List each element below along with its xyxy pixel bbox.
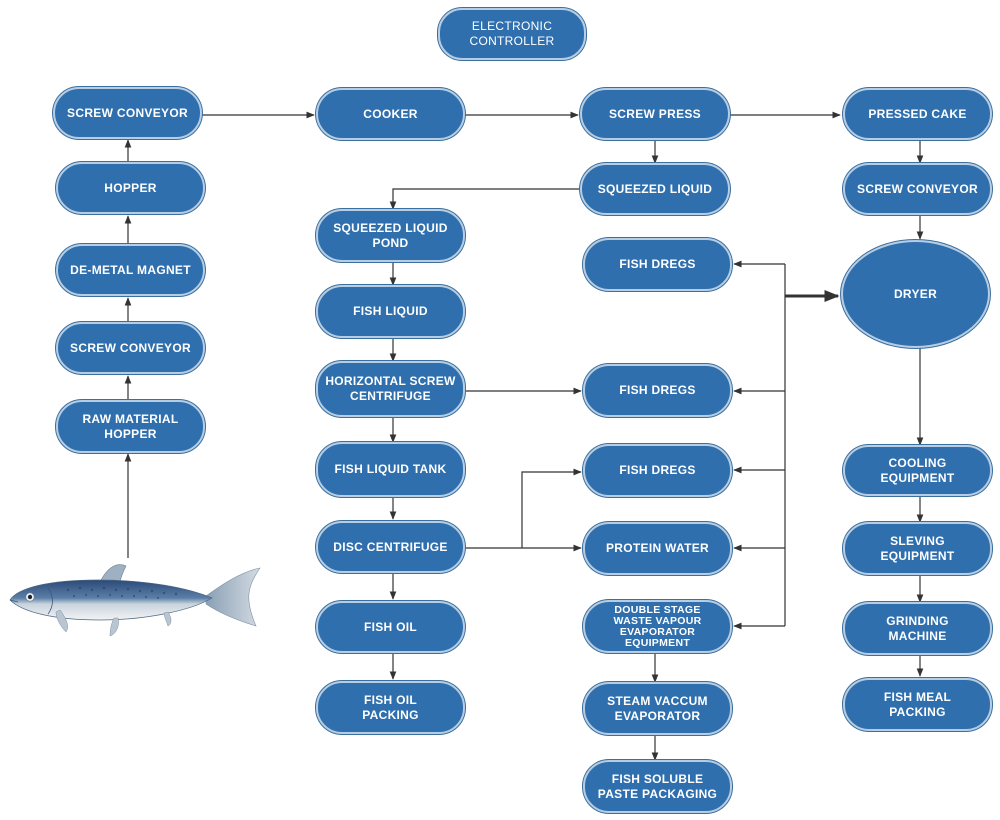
node-fish-dregs-1: FISH DREGS — [583, 238, 732, 291]
node-raw-material-hopper: RAW MATERIAL HOPPER — [56, 400, 205, 453]
node-fish-liquid-tank: FISH LIQUID TANK — [316, 442, 465, 497]
node-horizontal-screw-centrifuge: HORIZONTAL SCREW CENTRIFUGE — [316, 361, 465, 417]
node-screw-conveyor-top: SCREW CONVEYOR — [53, 87, 202, 139]
node-de-metal-magnet: DE-METAL MAGNET — [56, 244, 205, 296]
node-pressed-cake: PRESSED CAKE — [843, 88, 992, 140]
node-protein-water: PROTEIN WATER — [583, 522, 732, 575]
node-screw-press: SCREW PRESS — [580, 88, 730, 140]
node-fish-dregs-2: FISH DREGS — [583, 364, 732, 417]
node-hopper: HOPPER — [56, 162, 205, 214]
arrow-squeezed-liquid-to-pond — [389, 188, 580, 210]
node-cooker: COOKER — [316, 88, 465, 140]
node-screw-conveyor-lower: SCREW CONVEYOR — [56, 322, 205, 374]
node-fish-soluble-paste-packaging: FISH SOLUBLE PASTE PACKAGING — [583, 760, 732, 813]
node-fish-dregs-3: FISH DREGS — [583, 444, 732, 497]
node-fish-liquid: FISH LIQUID — [316, 285, 465, 338]
arrow-disc-to-dregs — [521, 468, 582, 548]
node-steam-vaccum-evaporator: STEAM VACCUM EVAPORATOR — [583, 682, 732, 735]
node-electronic-controller: ELECTRONIC CONTROLLER — [438, 8, 586, 60]
fish-illustration-icon — [9, 564, 261, 637]
node-grinding-machine: GRINDING MACHINE — [843, 602, 992, 655]
node-disc-centrifuge: DISC CENTRIFUGE — [316, 521, 465, 573]
node-fish-oil: FISH OIL — [316, 601, 465, 653]
node-dryer: DRYER — [841, 240, 990, 348]
node-squeezed-liquid-pond: SQUEEZED LIQUID POND — [316, 209, 465, 262]
node-screw-conveyor-right: SCREW CONVEYOR — [843, 163, 992, 215]
node-fish-oil-packing: FISH OIL PACKING — [316, 681, 465, 734]
node-sleving-equipment: SLEVING EQUIPMENT — [843, 522, 992, 575]
node-cooling-equipment: COOLING EQUIPMENT — [843, 445, 992, 496]
node-squeezed-liquid: SQUEEZED LIQUID — [580, 163, 730, 215]
node-fish-meal-packing: FISH MEAL PACKING — [843, 678, 992, 731]
node-double-stage-evaporator: DOUBLE STAGE WASTE VAPOUR EVAPORATOR EQU… — [583, 600, 732, 653]
